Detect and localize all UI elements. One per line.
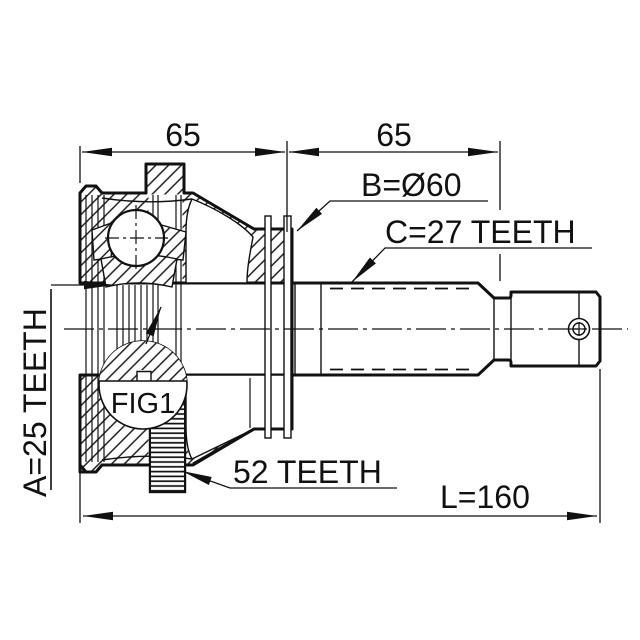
housing-cavity-top [185,198,254,284]
inner-arch-line-top [101,197,193,203]
leader-abs-ring [181,470,397,489]
dim-65-right-label: 65 [376,117,412,153]
ball-centerline-cross [105,205,168,272]
overall-length-label: L=160 [440,479,530,515]
inner-spline-label: A=25 TEETH [17,308,53,497]
housing-bottom-contour [192,427,292,466]
shaft-outline [290,281,602,377]
dim-65-left-label: 65 [165,117,201,153]
body-diameter-label: B=Ø60 [361,167,462,203]
outer-spline-dashes [330,287,474,371]
leader-outer-spline [351,247,592,283]
dimension-graphics [50,141,601,523]
abs-ring-label: 52 TEETH [233,454,382,490]
output-shaft [290,281,602,377]
housing-cavity-bottom [185,374,291,460]
inner-race-sections [91,220,187,288]
outer-spline-label: C=27 TEETH [385,214,576,250]
fig1-spline-notch [136,370,152,381]
fig1-label: FIG1 [111,388,175,420]
leader-fig1 [145,306,162,345]
leader-body-diameter [296,200,488,232]
